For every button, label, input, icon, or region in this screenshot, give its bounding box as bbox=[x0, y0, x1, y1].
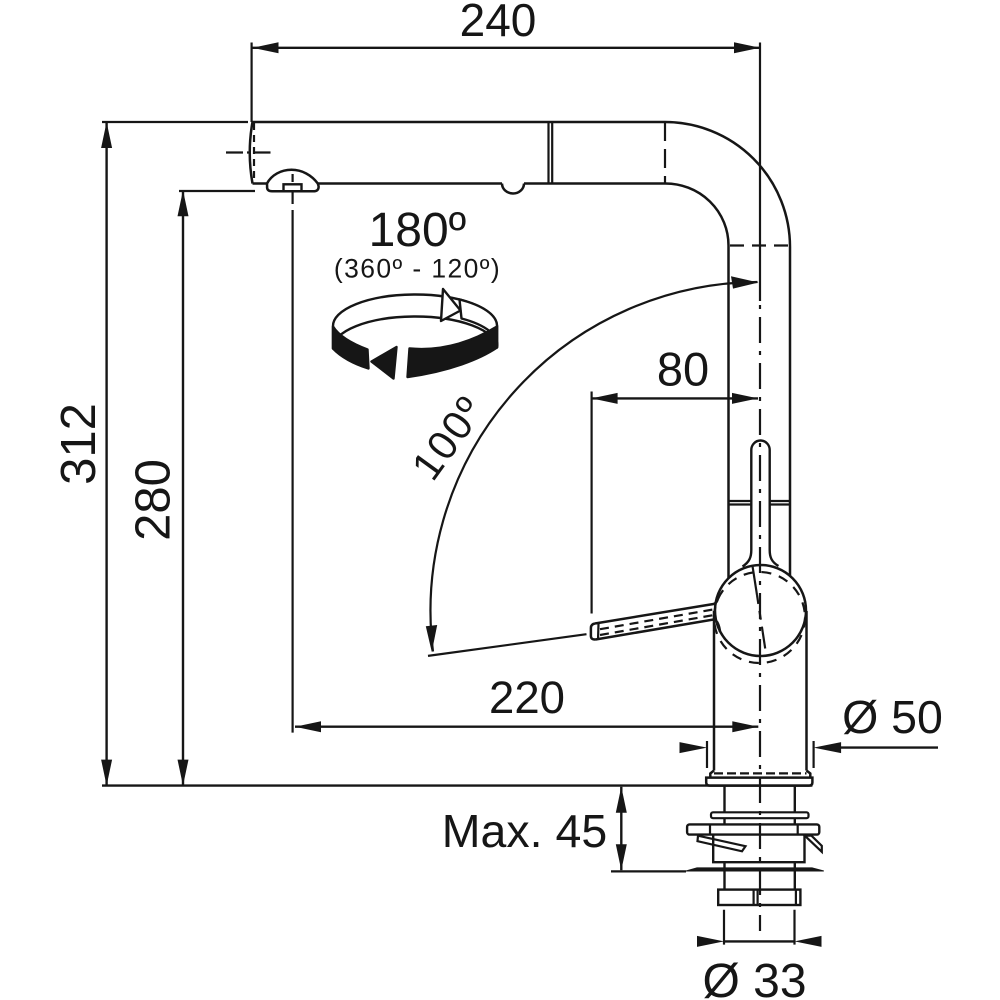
svg-text:240: 240 bbox=[460, 0, 537, 46]
svg-text:Ø 33: Ø 33 bbox=[702, 955, 806, 1000]
svg-text:Max. 45: Max. 45 bbox=[442, 805, 607, 857]
svg-text:80: 80 bbox=[657, 343, 709, 396]
svg-text:312: 312 bbox=[52, 403, 106, 485]
svg-text:Ø 50: Ø 50 bbox=[842, 691, 943, 743]
svg-text:280: 280 bbox=[127, 459, 181, 541]
svg-text:220: 220 bbox=[489, 672, 565, 723]
svg-text:(360º - 120º): (360º - 120º) bbox=[334, 254, 501, 284]
svg-text:180º: 180º bbox=[369, 204, 467, 257]
